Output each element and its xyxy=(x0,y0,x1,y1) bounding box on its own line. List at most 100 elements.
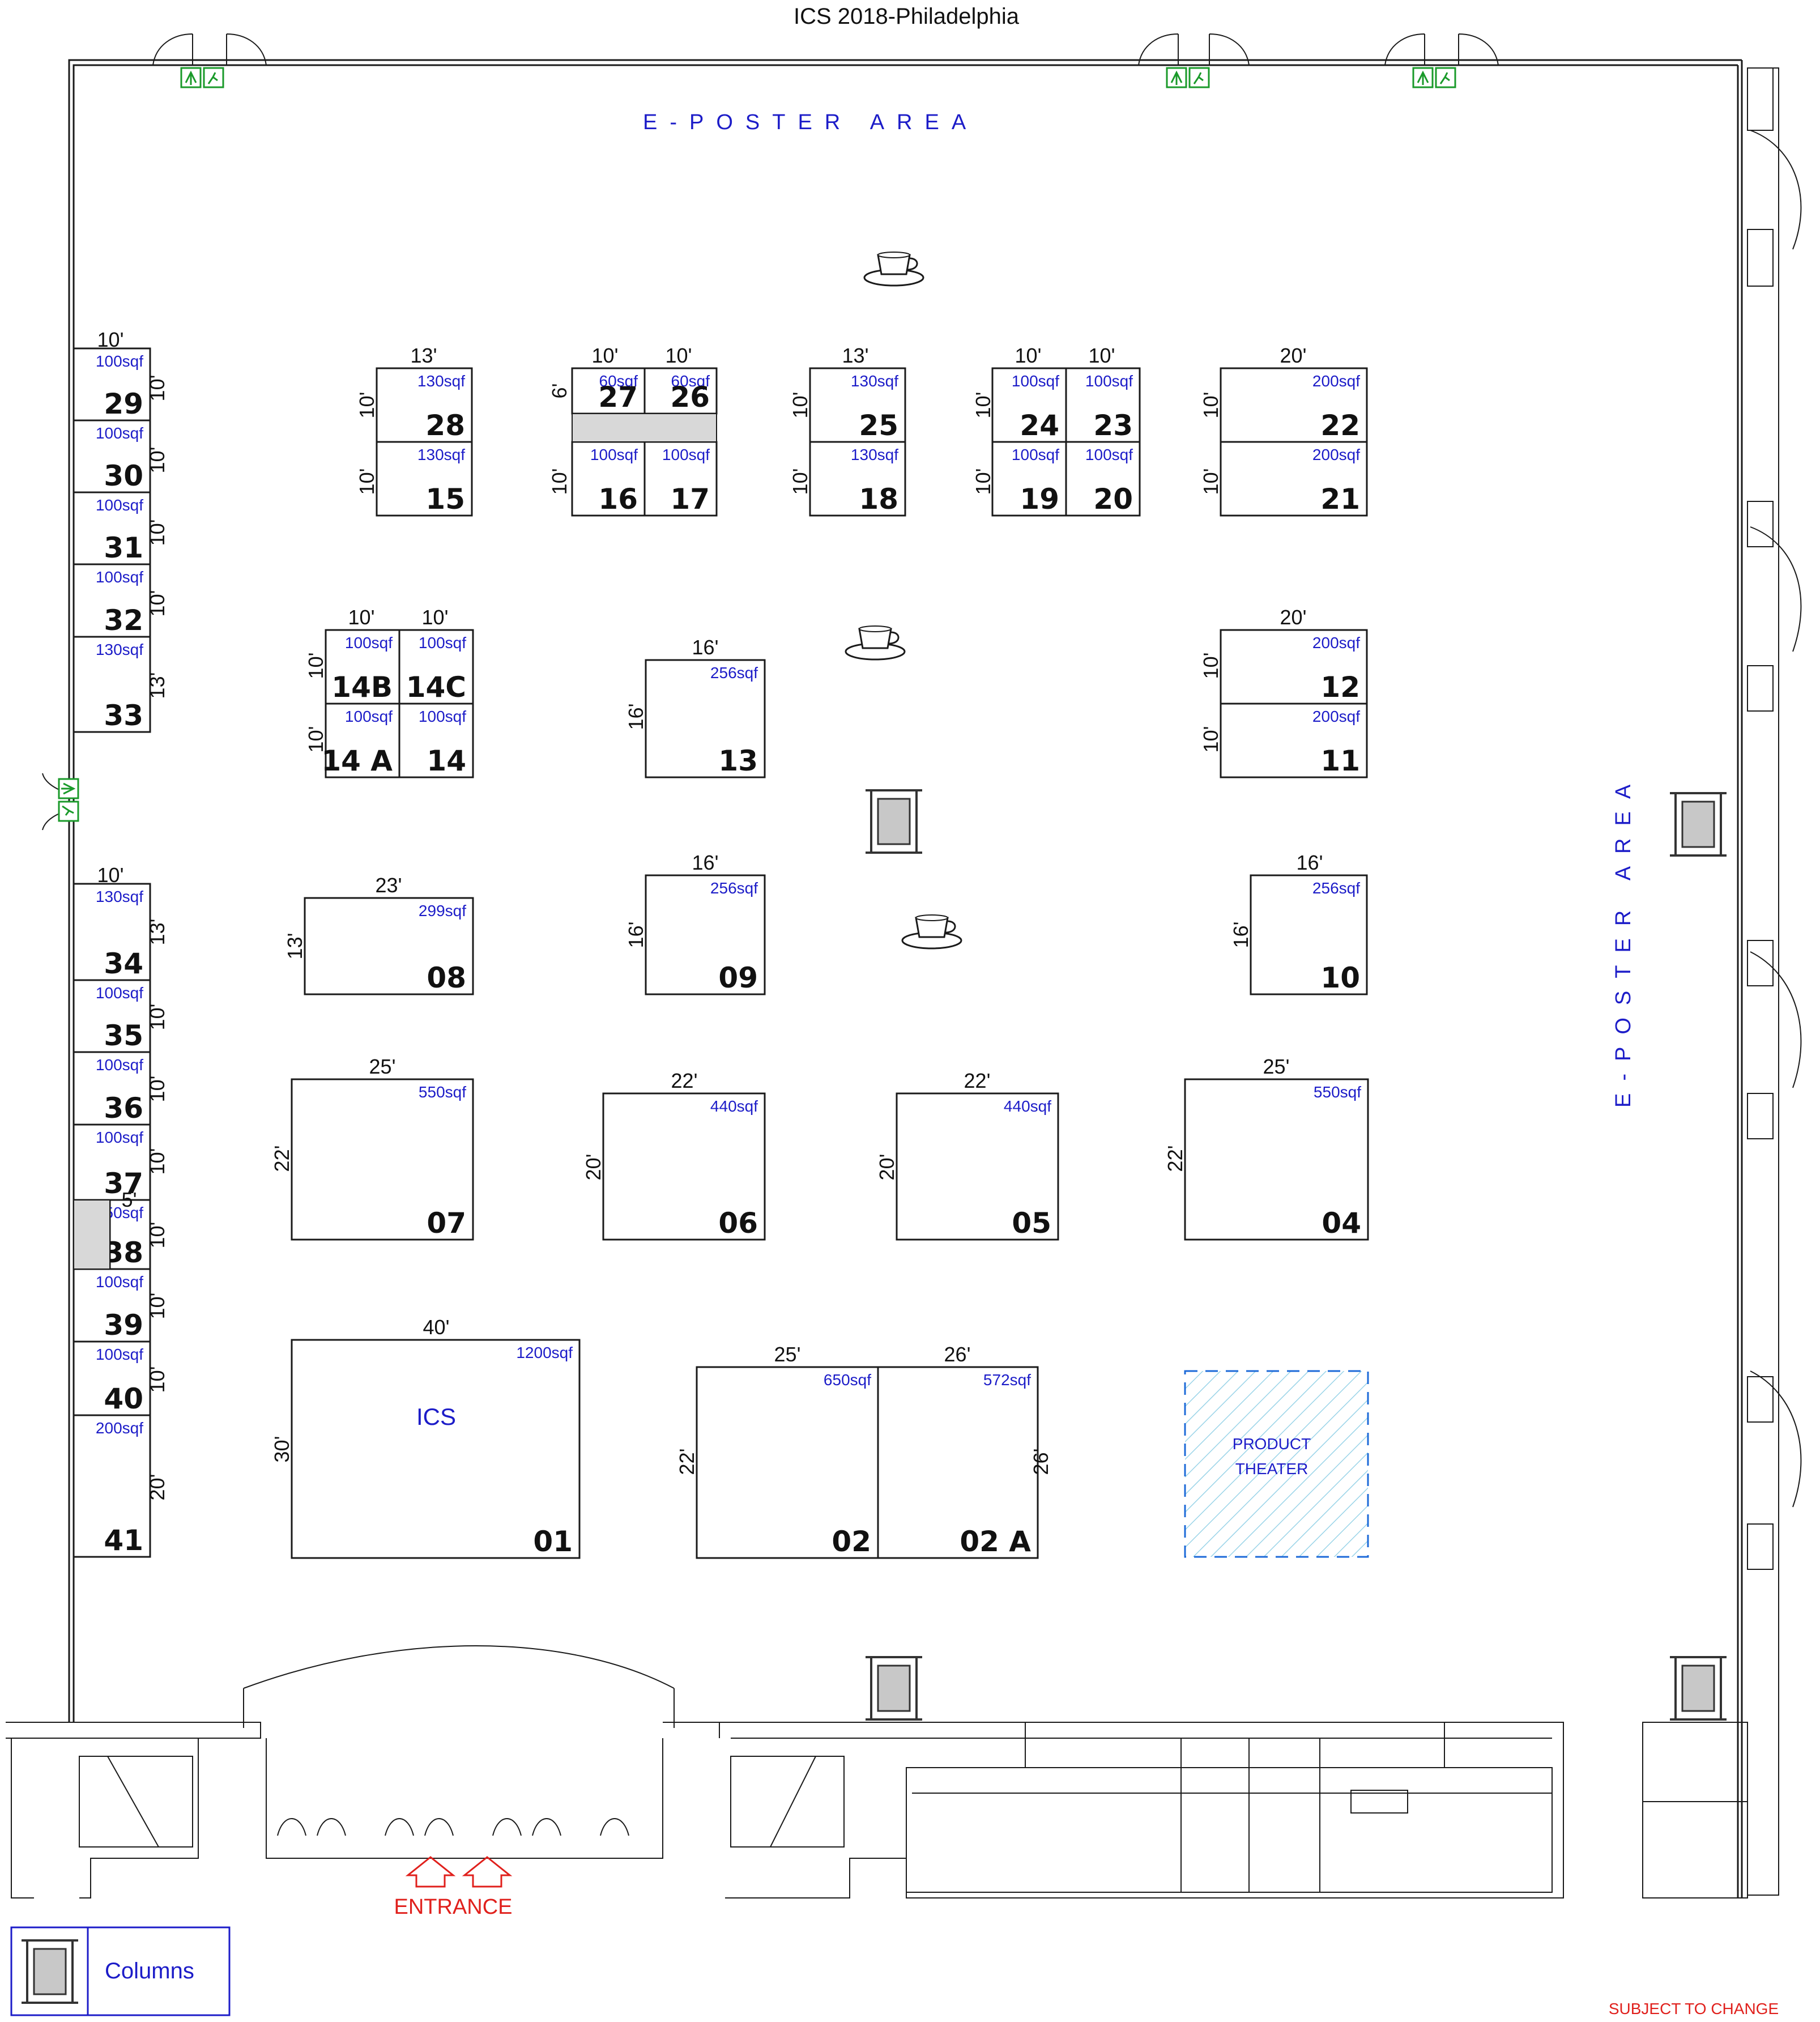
booth-outline[interactable] xyxy=(325,629,400,705)
booth-outline[interactable] xyxy=(73,979,151,1053)
booth-area-label: 256sqf xyxy=(1312,879,1360,897)
booth-outline[interactable] xyxy=(1184,1078,1369,1241)
booth-outline[interactable] xyxy=(398,703,474,778)
booth-outline[interactable] xyxy=(398,629,474,705)
booth-outline[interactable] xyxy=(304,897,474,995)
booth-outline[interactable] xyxy=(1250,874,1368,995)
booth-outline[interactable] xyxy=(73,1414,151,1558)
booth-outline[interactable] xyxy=(1220,367,1368,443)
booth-outline[interactable] xyxy=(376,367,473,443)
booth-outline[interactable] xyxy=(1220,703,1368,778)
booth-outline[interactable] xyxy=(73,491,151,565)
booth-outline[interactable] xyxy=(645,659,766,778)
booth-outline[interactable] xyxy=(809,441,906,517)
booth-number: 08 xyxy=(427,961,466,994)
booth-outline[interactable] xyxy=(73,636,151,733)
dimension-label: 10' xyxy=(1089,344,1115,367)
dimension-label: 10' xyxy=(146,1076,169,1102)
dimension-label: 25' xyxy=(774,1343,801,1366)
booth-outline[interactable] xyxy=(73,1123,151,1201)
booth-outline[interactable] xyxy=(896,1092,1059,1241)
booth-outline[interactable] xyxy=(1220,629,1368,705)
booth-outline[interactable] xyxy=(645,874,766,995)
booth-outline[interactable] xyxy=(1065,367,1141,443)
booth-outline[interactable] xyxy=(877,1366,1039,1559)
product-theater: PRODUCT THEATER xyxy=(1184,1370,1369,1558)
booth-outline[interactable] xyxy=(643,367,718,415)
dimension-label: 26' xyxy=(944,1343,971,1366)
booth-outline[interactable] xyxy=(991,441,1067,517)
booth-outline[interactable] xyxy=(291,1339,581,1559)
booth-area-label: 440sqf xyxy=(1004,1097,1051,1115)
booth-outline[interactable] xyxy=(73,1051,151,1126)
booth-area-label: 100sqf xyxy=(96,1056,143,1074)
booth-outline[interactable] xyxy=(73,419,151,493)
booth-number: 30 xyxy=(104,459,143,492)
dimension-label: 22' xyxy=(270,1146,293,1172)
booth-outline[interactable] xyxy=(696,1366,879,1559)
exit-sign-icon xyxy=(1412,67,1456,88)
booth-outline[interactable] xyxy=(602,1092,766,1241)
booth-outline[interactable] xyxy=(73,883,151,981)
booth-outline[interactable] xyxy=(291,1078,474,1241)
booth-number: 13 xyxy=(718,744,758,777)
booth-outline[interactable] xyxy=(1220,441,1368,517)
booth-outline[interactable] xyxy=(1065,441,1141,517)
dimension-label: 22' xyxy=(964,1069,991,1092)
booth-area-label: 572sqf xyxy=(983,1371,1031,1389)
booth-outline[interactable] xyxy=(73,347,151,422)
booth-outline[interactable] xyxy=(376,441,473,517)
booth-outline[interactable] xyxy=(643,441,718,517)
dimension-label: 22' xyxy=(675,1449,698,1475)
booth-outline[interactable] xyxy=(325,703,400,778)
dimension-label: 22' xyxy=(1163,1146,1187,1172)
booth-outline[interactable] xyxy=(571,441,646,517)
booth-outline[interactable] xyxy=(73,563,151,638)
booth-number: 18 xyxy=(859,483,898,516)
